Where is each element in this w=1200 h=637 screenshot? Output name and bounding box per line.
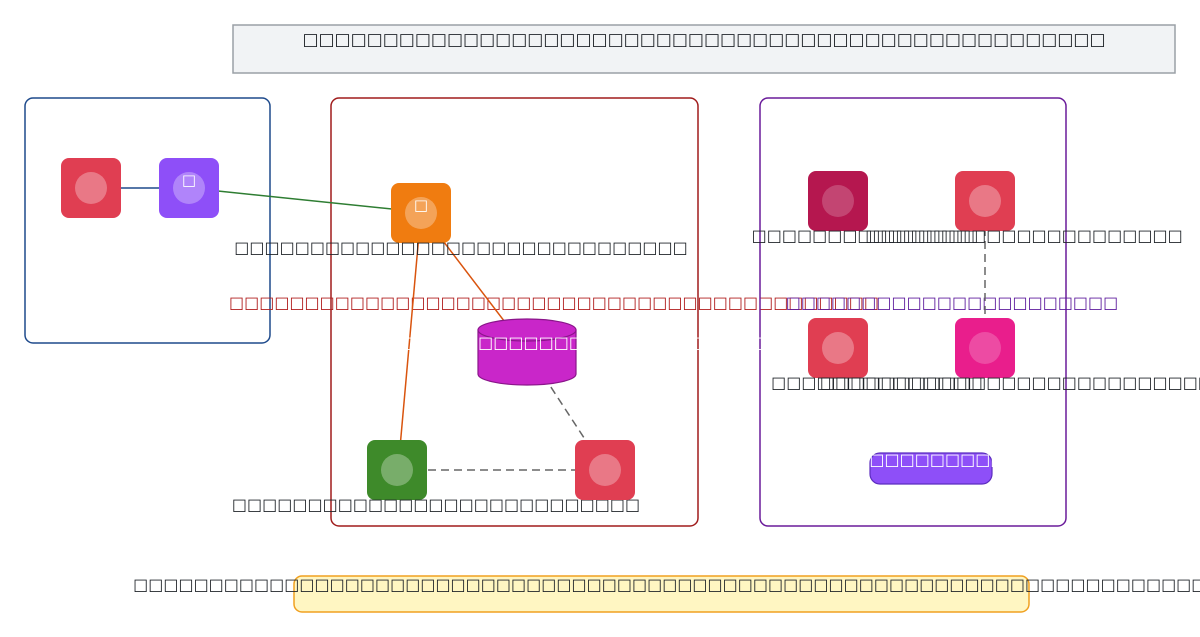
node-mid-database-label: □□□□□□□□□□□□□□□□□□□□□□□□□□□□□□□□ <box>342 333 826 352</box>
circle-icon <box>589 454 621 486</box>
edge-left-purple-to-mid-orange <box>188 187 423 217</box>
node-mid-orange[interactable]: □ □□□□□□□□□□□□□□□□□□□□□□□□□□□□□□ <box>234 183 688 257</box>
node-mid-green[interactable]: □□□□□□□□□□□□□□□□□□□□□□□□□□□ <box>232 440 640 514</box>
node-right-maroon[interactable]: □□□□□□□□□□□□□□□ <box>752 171 979 245</box>
node-right-pill[interactable]: □□□□□□□□□□ <box>869 450 1021 485</box>
group-middle-label: □□□□□□□□□□□□□□□□□□□□□□□□□□□□□□□□□□□□□□□□… <box>229 293 879 312</box>
node-mid-orange-label: □□□□□□□□□□□□□□□□□□□□□□□□□□□□□□ <box>234 238 688 257</box>
group-right-label: □□□□□□□□□□□□□□□□□□□□□□ <box>786 293 1119 312</box>
node-left-red[interactable] <box>61 158 121 218</box>
node-right-maroon-label: □□□□□□□□□□□□□□□ <box>752 226 979 245</box>
circle-icon <box>822 185 854 217</box>
node-mid-green-label: □□□□□□□□□□□□□□□□□□□□□□□□□□□ <box>232 495 640 514</box>
group-right: □□□□□□□□□□□□□□□□□□□□□□ <box>759 97 1119 527</box>
circle-icon <box>381 454 413 486</box>
circle-icon <box>969 332 1001 364</box>
node-right-red-mid[interactable]: □□□□□□□□□□□□□□ <box>771 318 983 392</box>
footer-note-text: □□□□□□□□□□□□□□□□□□□□□□□□□□□□□□□□□□□□□□□□… <box>133 575 1200 594</box>
glyph-icon: □ <box>182 171 196 189</box>
circle-icon <box>405 197 437 229</box>
edge-mid-orange-to-mid-green <box>392 211 422 472</box>
footer-note: □□□□□□□□□□□□□□□□□□□□□□□□□□□□□□□□□□□□□□□□… <box>133 575 1200 613</box>
circle-icon <box>969 185 1001 217</box>
node-right-pink[interactable]: □□□□□□□□□□□□□□□□□□□□□□□□□□□ <box>820 318 1200 392</box>
node-mid-database[interactable]: □□□□□□□□□□□□□□□□□□□□□□□□□□□□□□□□ <box>342 318 826 386</box>
node-left-purple[interactable]: □ <box>159 158 219 218</box>
circle-icon <box>75 172 107 204</box>
diagram-title: □□□□□□□□□□□□□□□□□□□□□□□□□□□□□□□□□□□□□□□□… <box>302 30 1105 50</box>
node-mid-red[interactable] <box>575 440 635 500</box>
node-right-red-top-label: □□□□□□□□□□□□□□□□□□□□□ <box>865 226 1182 245</box>
glyph-icon: □ <box>414 196 428 214</box>
group-left <box>24 97 271 344</box>
node-right-red-mid-label: □□□□□□□□□□□□□□ <box>771 373 983 392</box>
title-box: □□□□□□□□□□□□□□□□□□□□□□□□□□□□□□□□□□□□□□□□… <box>232 24 1176 74</box>
node-right-pill-label: □□□□□□□□□□ <box>869 450 1020 469</box>
group-middle: □□□□□□□□□□□□□□□□□□□□□□□□□□□□□□□□□□□□□□□□… <box>229 97 879 527</box>
node-right-pink-label: □□□□□□□□□□□□□□□□□□□□□□□□□□□ <box>820 373 1200 392</box>
node-right-red-top[interactable]: □□□□□□□□□□□□□□□□□□□□□ <box>865 171 1183 245</box>
circle-icon <box>173 172 205 204</box>
circle-icon <box>822 332 854 364</box>
